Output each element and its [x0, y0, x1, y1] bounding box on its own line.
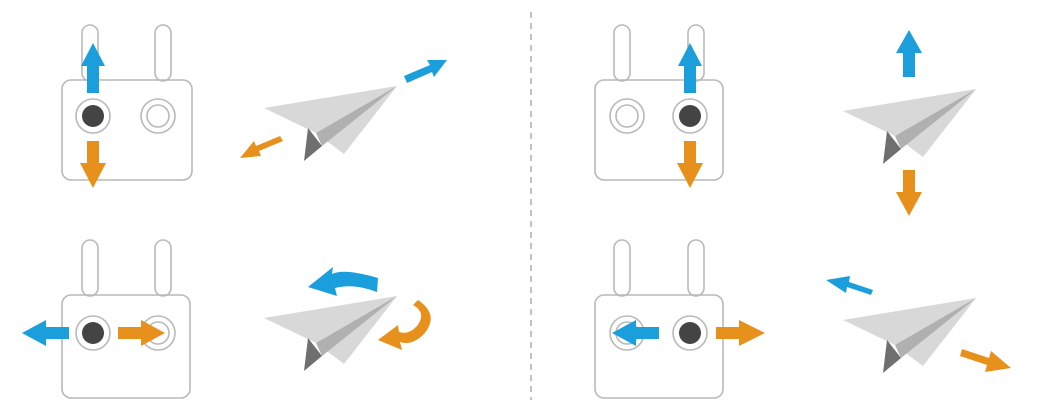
antenna-right — [687, 239, 705, 297]
plane-left-arrow — [826, 276, 873, 295]
stick-down-arrow — [677, 141, 703, 188]
antenna-right — [154, 24, 172, 82]
left-stick-inner — [615, 104, 639, 128]
right-stick-ring — [140, 98, 176, 134]
controller-top-left — [61, 24, 193, 181]
airplane-icon — [843, 298, 976, 373]
right-stick-ring — [672, 315, 708, 351]
right-stick-ring — [672, 98, 708, 134]
left-stick-active — [82, 322, 104, 344]
stick-up-arrow — [678, 43, 702, 93]
yaw-left-arrow — [308, 267, 378, 296]
antenna-left — [613, 24, 631, 82]
controller-body — [594, 294, 724, 399]
right-stick-active — [679, 322, 701, 344]
antenna-left — [613, 239, 631, 297]
airplane-icon — [264, 86, 397, 161]
stick-left-arrow — [22, 320, 69, 346]
airplane-icon — [264, 296, 397, 371]
plane-backward-arrow — [240, 136, 283, 158]
stick-down-arrow — [80, 141, 106, 188]
controller-body — [61, 294, 191, 399]
left-stick-ring — [75, 98, 111, 134]
yaw-right-arrow — [378, 300, 431, 350]
plane-down-arrow — [896, 170, 922, 216]
left-stick-active — [82, 105, 104, 127]
right-stick-active — [679, 105, 701, 127]
plane-right-arrow — [960, 349, 1011, 372]
antenna-left — [81, 239, 99, 297]
left-stick-ring — [609, 98, 645, 134]
controller-body — [61, 79, 193, 181]
stick-right-arrow — [716, 320, 765, 346]
stick-right-arrow — [118, 320, 165, 346]
airplane-icon — [843, 89, 976, 164]
panel-throttle — [61, 24, 447, 188]
antenna-right — [154, 239, 172, 297]
left-stick-ring — [75, 315, 111, 351]
controller-bottom-right — [594, 239, 724, 399]
right-stick-inner — [146, 104, 170, 128]
plane-forward-arrow — [404, 60, 447, 83]
controller-bottom-left — [61, 239, 191, 399]
panel-yaw — [22, 239, 431, 399]
panel-pitch — [594, 24, 976, 216]
plane-up-arrow — [896, 30, 922, 77]
stick-up-arrow — [81, 43, 105, 93]
panel-roll — [594, 239, 1011, 399]
controller-top-right — [594, 24, 724, 181]
stick-left-arrow — [612, 320, 659, 346]
controller-body — [594, 79, 724, 181]
